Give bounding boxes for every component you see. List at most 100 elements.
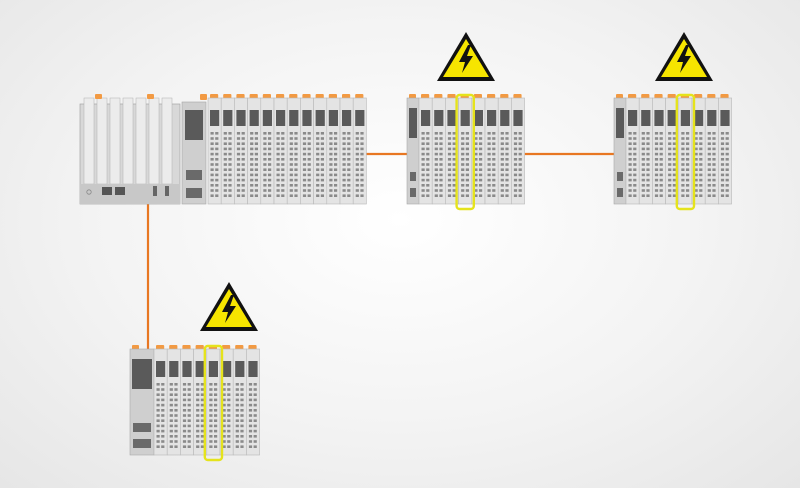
- terminal-slot: [241, 178, 245, 182]
- terminal-slot: [254, 152, 258, 156]
- terminal-slot: [254, 189, 258, 192]
- terminal-slot: [281, 142, 285, 145]
- terminal-slot: [215, 132, 219, 135]
- remote-station-3: [129, 344, 260, 462]
- terminal-slot: [235, 429, 239, 433]
- terminal-slot: [707, 158, 711, 161]
- terminal-slot: [161, 429, 165, 433]
- terminal-slot: [227, 429, 231, 433]
- io-module: [691, 94, 706, 205]
- terminal-slot: [156, 414, 160, 417]
- terminal-slot: [169, 419, 173, 422]
- terminal-slot: [452, 184, 456, 187]
- terminal-slot: [686, 168, 690, 171]
- terminal-slot: [209, 383, 213, 386]
- module-label-window: [694, 110, 704, 126]
- terminal-slot: [253, 403, 257, 407]
- module-label-window: [328, 110, 338, 126]
- terminal-slot: [235, 383, 239, 386]
- terminal-slot: [355, 142, 359, 145]
- terminal-slot: [250, 184, 254, 187]
- terminal-slot: [628, 132, 632, 135]
- terminal-slot: [447, 194, 452, 197]
- terminal-slot: [699, 147, 703, 151]
- terminal-slot: [215, 137, 219, 140]
- terminal-slot: [720, 184, 725, 187]
- terminal-slot: [452, 142, 456, 145]
- terminal-slot: [215, 163, 219, 166]
- terminal-slot: [505, 194, 509, 197]
- module-label-window: [195, 361, 205, 377]
- terminal-slot: [200, 388, 204, 391]
- terminal-slot: [263, 194, 267, 197]
- terminal-slot: [316, 142, 320, 145]
- module-label-window: [487, 110, 497, 126]
- terminal-slot: [187, 435, 191, 438]
- terminal-slot: [196, 383, 200, 386]
- terminal-slot: [461, 178, 465, 182]
- terminal-slot: [360, 137, 364, 140]
- terminal-slot: [248, 388, 253, 391]
- terminal-slot: [316, 178, 320, 182]
- terminal-slot: [646, 163, 650, 166]
- lightning-bolt: [459, 45, 473, 73]
- terminal-slot: [263, 163, 267, 166]
- terminal-slot: [646, 132, 650, 135]
- module-label-window: [156, 361, 166, 377]
- terminal-slot: [668, 132, 672, 135]
- terminal-slot: [307, 137, 311, 140]
- terminal-slot: [248, 383, 253, 386]
- terminal-slot: [227, 424, 231, 428]
- terminal-slot: [254, 132, 258, 135]
- terminal-slot: [200, 383, 204, 386]
- terminal-slot: [215, 142, 219, 145]
- terminal-slot: [174, 429, 178, 433]
- terminal-slot: [227, 388, 231, 391]
- terminal-slot: [302, 147, 307, 151]
- terminal-slot: [725, 178, 729, 182]
- terminal-slot: [513, 142, 518, 145]
- terminal-slot: [161, 388, 165, 391]
- terminal-slot: [222, 440, 226, 443]
- terminal-slot: [236, 137, 241, 140]
- terminal-slot: [174, 419, 178, 422]
- terminal-slot: [686, 163, 690, 166]
- terminal-slot: [447, 147, 452, 151]
- terminal-slot: [214, 414, 218, 417]
- terminal-slot: [281, 189, 285, 192]
- terminal-slot: [686, 132, 690, 135]
- terminal-slot: [434, 158, 438, 161]
- terminal-slot: [699, 132, 703, 135]
- terminal-slot: [500, 189, 504, 192]
- highlighted-module-frame: [203, 344, 224, 462]
- terminal-slot: [628, 194, 632, 197]
- module-label-window: [342, 110, 352, 126]
- terminal-slot: [474, 163, 478, 166]
- terminal-slot: [236, 132, 241, 135]
- terminal-slot: [156, 398, 160, 402]
- module-label-window: [513, 110, 523, 126]
- terminal-slot: [223, 194, 227, 197]
- terminal-slot: [452, 189, 456, 192]
- terminal-slot: [316, 163, 320, 166]
- terminal-slot: [316, 132, 320, 135]
- terminal-slot: [694, 137, 698, 140]
- terminal-slot: [253, 445, 257, 448]
- terminal-slot: [699, 152, 703, 156]
- terminal-slot: [215, 158, 219, 161]
- terminal-slot: [334, 137, 338, 140]
- terminal-slot: [174, 445, 178, 448]
- terminal-slot: [222, 383, 226, 386]
- terminal-slot: [240, 424, 244, 428]
- terminal-slot: [641, 184, 645, 187]
- terminal-slot: [505, 178, 509, 182]
- terminal-slot: [461, 168, 465, 171]
- terminal-slot: [360, 194, 364, 197]
- terminal-slot: [426, 152, 430, 156]
- terminal-slot: [474, 137, 478, 140]
- terminal-slot: [707, 184, 711, 187]
- terminal-slot: [174, 383, 178, 386]
- terminal-slot: [235, 388, 239, 391]
- terminal-slot: [712, 178, 716, 182]
- terminal-slot: [434, 142, 438, 145]
